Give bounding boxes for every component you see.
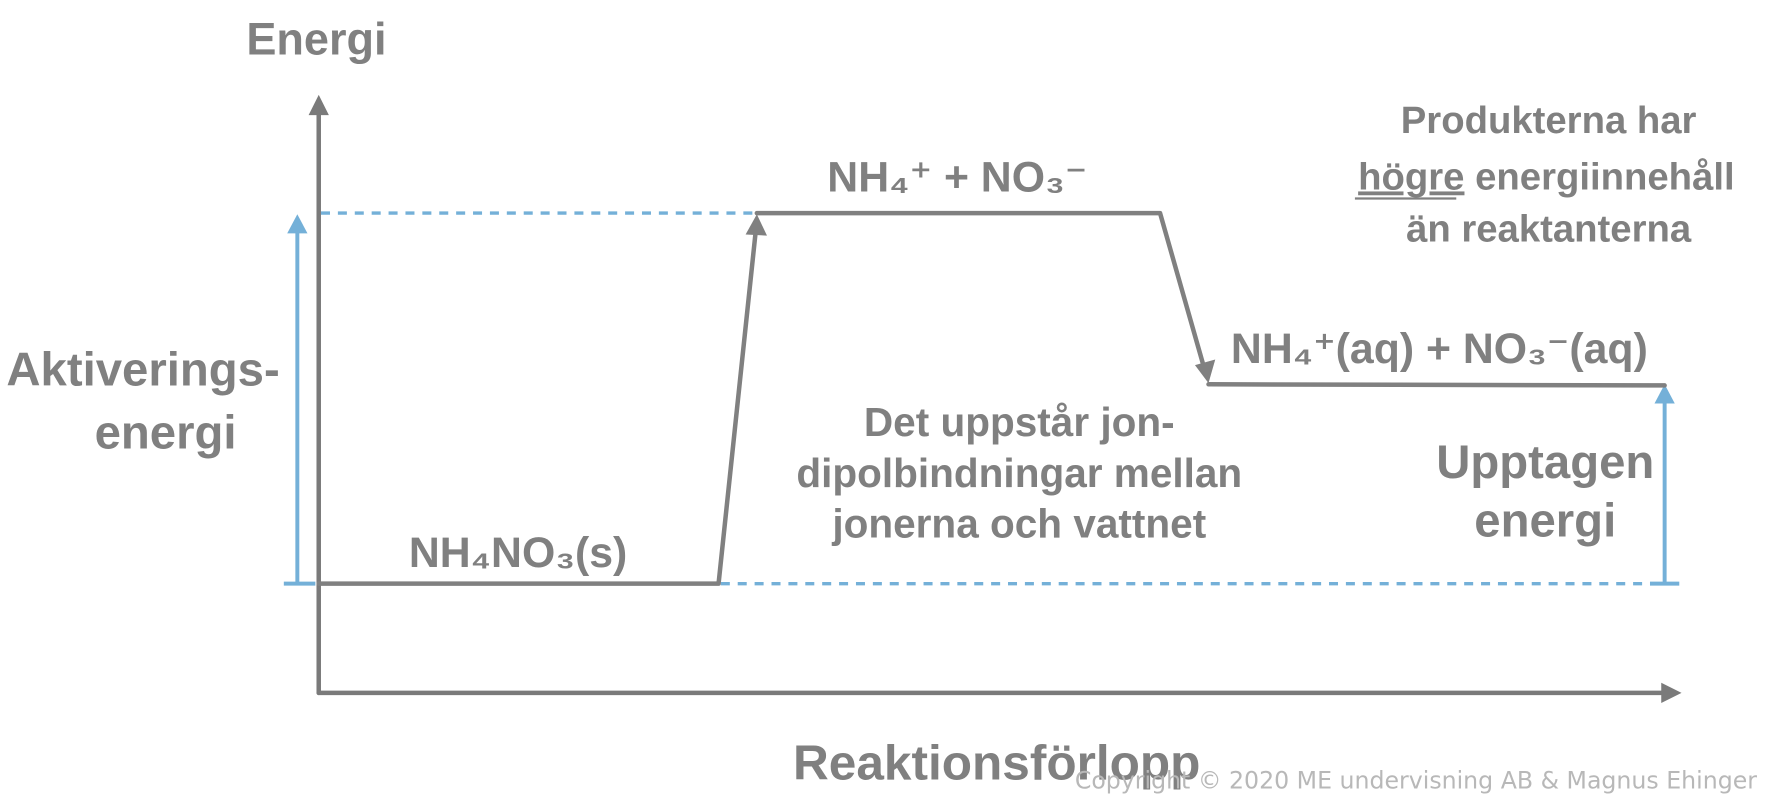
x-axis-arrowhead-icon [1661, 682, 1682, 704]
y-axis-label: Energi [246, 13, 386, 64]
reactant-label: NH₄NO₃(s) [409, 529, 627, 577]
products-note-line1: Produkterna har [1401, 99, 1697, 142]
products-note-line2: högre energiinnehåll [1358, 155, 1734, 198]
y-axis-arrowhead-icon [308, 94, 329, 116]
x-axis-label: Reaktionsförlopp [793, 735, 1200, 791]
reaction-path-rise [316, 228, 758, 586]
absorbed-energy-label-line2: energi [1474, 494, 1616, 547]
products-note-emphasis: högre [1358, 155, 1464, 198]
reaction-path-fall [754, 210, 1207, 370]
fall-arrowhead-icon [1194, 359, 1216, 384]
absorbed-energy-label-line1: Upptagen [1436, 436, 1654, 489]
copyright-notice: Copyright © 2020 ME undervisning AB & Ma… [1075, 767, 1757, 795]
product-level-line [1206, 382, 1667, 388]
products-note-line3: än reaktanterna [1406, 207, 1692, 250]
products-note-line2-rest: energiinnehåll [1464, 155, 1734, 198]
activation-arrowhead-icon [287, 214, 308, 234]
bonding-note-line3: jonerna och vattnet [831, 500, 1206, 546]
activation-energy-label-line1: Aktiverings- [6, 343, 279, 396]
rise-arrowhead-icon [745, 214, 767, 236]
absorbed-arrowhead-icon [1654, 384, 1675, 404]
bonding-note-line2: dipolbindningar mellan [796, 450, 1242, 496]
intermediate-label: NH₄⁺ + NO₃⁻ [827, 154, 1087, 202]
product-label: NH₄⁺(aq) + NO₃⁻(aq) [1231, 325, 1648, 373]
bonding-note-line1: Det uppstår jon- [864, 399, 1175, 445]
activation-energy-label-line2: energi [95, 406, 237, 459]
